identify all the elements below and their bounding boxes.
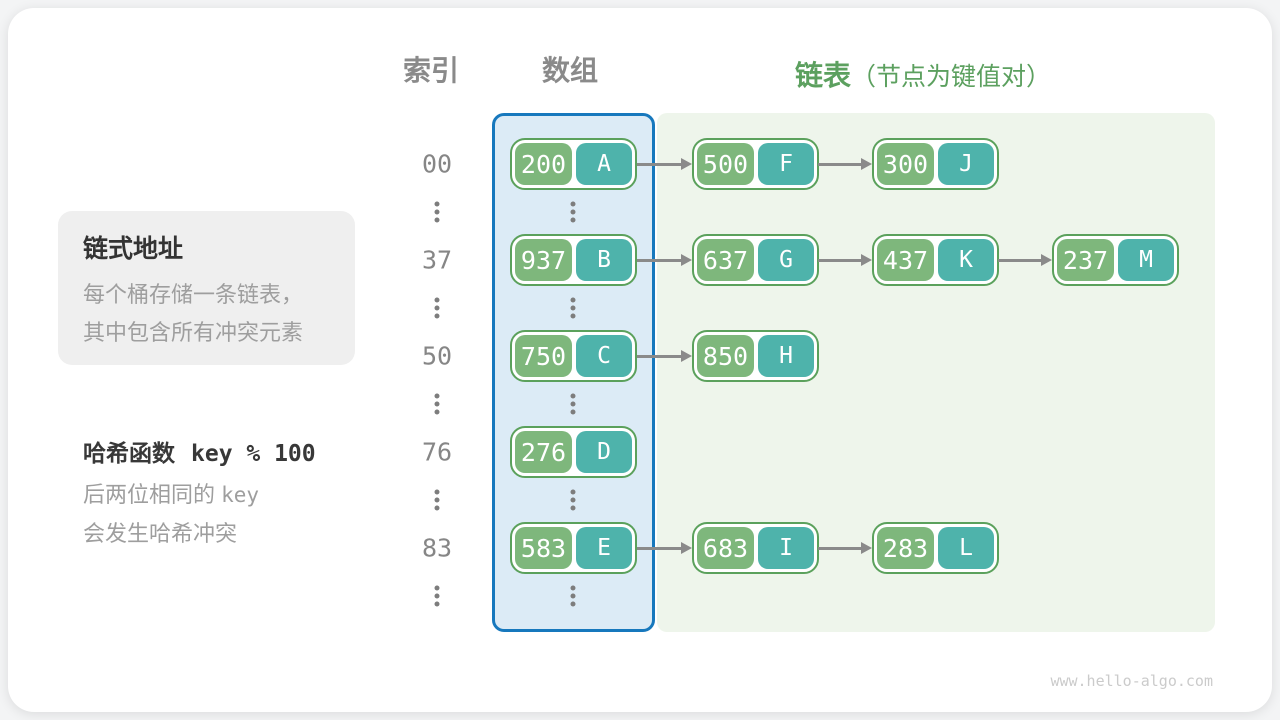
hash-function-label: 哈希函数 (83, 440, 175, 466)
list-header-title: 链表 (795, 60, 852, 91)
list-column-header: 链表（节点为键值对） (795, 54, 1051, 94)
info-box-line-1: 每个桶存储一条链表， (83, 282, 304, 307)
hash-function-title: 哈希函数 key % 100 (83, 434, 316, 468)
hash-note-line-2: 会发生哈希冲突 (83, 521, 238, 546)
array-region (492, 113, 655, 632)
hash-note-line-1: 后两位相同的 key (83, 482, 260, 507)
hash-function-formula: key % 100 (191, 441, 316, 467)
info-box-title: 链式地址 (83, 235, 184, 263)
array-column-header: 数组 (541, 55, 599, 86)
chaining-info-box: 链式地址 每个桶存储一条链表， 其中包含所有冲突元素 (58, 211, 355, 365)
info-box-line-2: 其中包含所有冲突元素 (83, 320, 304, 345)
list-header-note: （节点为键值对） (851, 63, 1052, 91)
linked-list-region (657, 113, 1215, 632)
watermark: www.hello-algo.com (1050, 672, 1213, 690)
index-column-header: 索引 (402, 55, 460, 86)
